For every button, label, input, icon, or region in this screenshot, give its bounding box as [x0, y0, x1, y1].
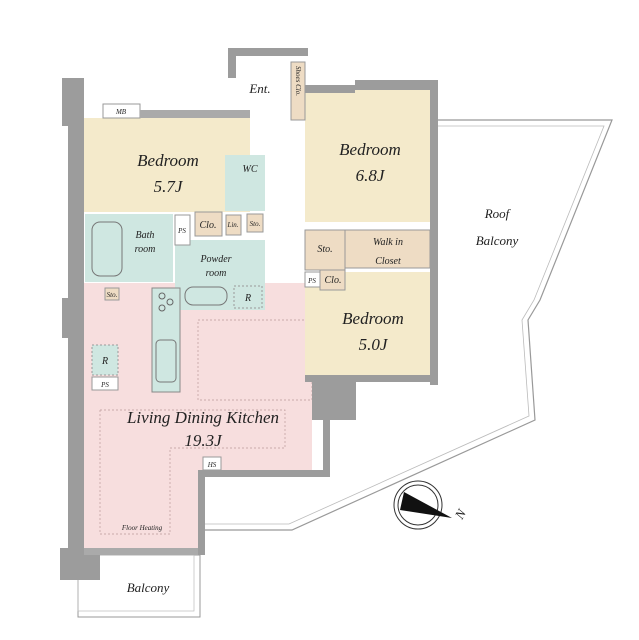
fridge-label: R	[244, 293, 251, 304]
bedroom-3-name: Bedroom	[342, 309, 404, 328]
fridge-label: R	[101, 356, 108, 367]
balcony-label: Balcony	[127, 580, 170, 595]
mb-label: MB	[115, 108, 127, 116]
bedroom-1-size: 5.7J	[154, 177, 184, 196]
ldk-name: Living Dining Kitchen	[126, 408, 279, 427]
north-label: N	[451, 505, 469, 522]
ldk-area	[84, 283, 312, 548]
shoes-closet-label: Shoes Clo.	[294, 66, 302, 96]
powder-label-2: room	[206, 268, 227, 279]
ps-label: PS	[307, 277, 316, 285]
bedroom-1-area	[84, 118, 250, 212]
closet-label: Clo.	[200, 220, 217, 231]
bath-area	[85, 214, 173, 282]
bedroom-2-name: Bedroom	[339, 140, 401, 159]
fridge-space	[91, 344, 119, 376]
bedroom-3-size: 5.0J	[359, 335, 389, 354]
bath-label-1: Bath	[136, 230, 155, 241]
roof-balcony-label-2: Balcony	[476, 233, 519, 248]
storage-label: Sto.	[250, 220, 261, 228]
storage-label: Sto.	[107, 291, 118, 299]
ps-label: PS	[100, 381, 109, 389]
roof-balcony-label-1: Roof	[484, 206, 512, 221]
storage-label: Sto.	[317, 244, 332, 255]
bedroom-2-size: 6.8J	[356, 166, 386, 185]
walk-in-label-1: Walk in	[373, 237, 403, 248]
walls	[60, 48, 438, 580]
entrance-label: Ent.	[248, 81, 270, 96]
floor-heating-label: Floor Heating	[121, 524, 163, 532]
bath-label-2: room	[135, 244, 156, 255]
ps-label: PS	[177, 227, 186, 235]
roof-balcony-outline-inner	[205, 125, 605, 525]
ldk-size: 19.3J	[184, 431, 223, 450]
wc-label: WC	[243, 164, 258, 175]
walk-in-label-2: Closet	[375, 256, 401, 267]
bedroom-1-name: Bedroom	[137, 151, 199, 170]
hs-label: HS	[207, 461, 217, 469]
bedroom-2-area	[305, 88, 430, 222]
linen-label: Lin.	[226, 221, 238, 229]
compass-icon	[393, 480, 452, 530]
powder-area	[175, 240, 265, 310]
wc-area	[225, 155, 265, 211]
powder-label-1: Powder	[199, 254, 231, 265]
roof-balcony-outline	[199, 119, 613, 531]
closet-label: Clo.	[325, 275, 342, 286]
